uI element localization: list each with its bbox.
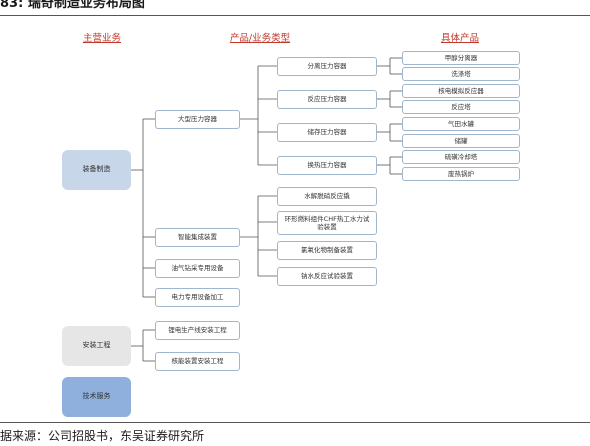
specific-product-7: 硫磺冷却塔 bbox=[402, 150, 520, 164]
product-type-vessel: 大型压力容器 bbox=[155, 110, 240, 129]
integ-item-1: 水解脱硝反应撬 bbox=[277, 187, 377, 206]
specific-product-1: 甲醇分离器 bbox=[402, 51, 520, 65]
product-type-nuclear: 核能装置安装工程 bbox=[155, 352, 240, 371]
specific-product-4: 反应塔 bbox=[402, 100, 520, 114]
header-product-types: 产品/业务类型 bbox=[229, 33, 291, 44]
vessel-type-react: 反应压力容器 bbox=[277, 90, 377, 109]
integ-item-3: 氯氧化物制备装置 bbox=[277, 241, 377, 260]
vessel-type-heat: 换热压力容器 bbox=[277, 156, 377, 175]
specific-product-2: 洗涤塔 bbox=[402, 67, 520, 81]
main-business-tech: 技术服务 bbox=[62, 377, 131, 417]
source-note: 据来源：公司招股书，东吴证券研究所 bbox=[0, 429, 205, 443]
specific-product-5: 气田水罐 bbox=[402, 117, 520, 131]
header-specific-products: 具体产品 bbox=[440, 33, 479, 44]
integ-item-4: 钠水反应试验装置 bbox=[277, 267, 377, 286]
product-type-power: 电力专用设备加工 bbox=[155, 288, 240, 307]
main-business-equip: 装备制造 bbox=[62, 150, 131, 190]
top-rule bbox=[0, 15, 590, 16]
specific-product-6: 储罐 bbox=[402, 134, 520, 148]
main-business-install: 安装工程 bbox=[62, 326, 131, 366]
bottom-rule bbox=[0, 422, 590, 423]
integ-item-2: 环形燃料组件CHF热工水力试验装置 bbox=[277, 211, 377, 235]
vessel-type-store: 储存压力容器 bbox=[277, 123, 377, 142]
figure-title: 83: 瑞奇制造业务布局图 bbox=[0, 0, 145, 11]
specific-product-3: 核电模拟反应器 bbox=[402, 84, 520, 98]
vessel-type-sep: 分离压力容器 bbox=[277, 57, 377, 76]
product-type-lithium: 锂电生产线安装工程 bbox=[155, 321, 240, 340]
product-type-integ: 智能集成装置 bbox=[155, 228, 240, 247]
specific-product-8: 废热锅炉 bbox=[402, 167, 520, 181]
header-main-business: 主营业务 bbox=[82, 33, 121, 44]
product-type-oilgas: 油气钻采专用设备 bbox=[155, 259, 240, 278]
